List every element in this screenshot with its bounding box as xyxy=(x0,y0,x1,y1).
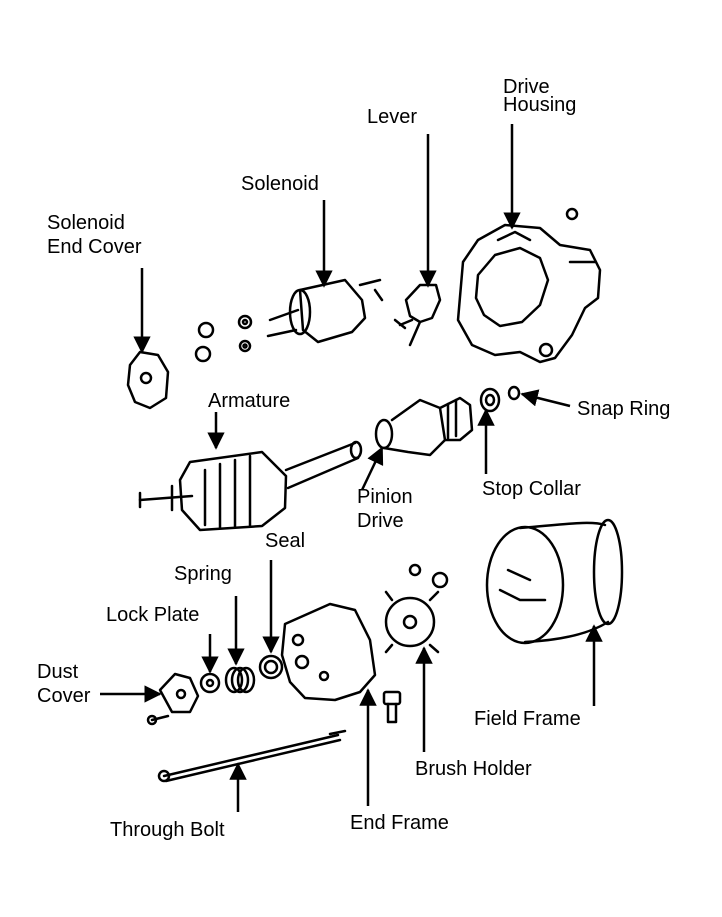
brush-holder-part xyxy=(384,563,449,654)
solenoid-hardware xyxy=(194,314,253,363)
lock-plate-part xyxy=(199,672,221,694)
label-armature: Armature xyxy=(208,390,291,412)
solenoid-end-cover-part xyxy=(126,350,170,410)
label-stop-collar: Stop Collar xyxy=(482,478,581,500)
label-brush-holder: Brush Holder xyxy=(415,758,532,780)
label-field-frame: Field Frame xyxy=(474,708,581,730)
pinion-drive-part xyxy=(374,396,474,457)
armature-part xyxy=(138,440,363,532)
drive-housing-part xyxy=(456,207,602,364)
stop-collar-and-snap-ring xyxy=(479,385,521,413)
label-end-frame: End Frame xyxy=(350,812,449,834)
spring-part xyxy=(224,666,256,694)
dust-cover-part xyxy=(158,672,200,714)
label-lever: Lever xyxy=(367,106,418,128)
label-dust-cover: Dust Cover xyxy=(37,661,91,707)
label-snap-ring: Snap Ring xyxy=(577,398,671,420)
label-through-bolt: Through Bolt xyxy=(110,819,225,841)
field-frame-part xyxy=(485,518,624,645)
seal-part xyxy=(258,654,284,680)
solenoid-part xyxy=(266,278,384,344)
end-frame-part xyxy=(280,602,377,702)
label-pinion-drive: Pinion Drive xyxy=(357,486,413,532)
label-lock-plate: Lock Plate xyxy=(106,604,200,626)
dust-cover-screw xyxy=(146,714,170,726)
snap-ring-leader xyxy=(520,389,571,408)
label-drive-housing: Drive Housing xyxy=(503,76,577,116)
through-bolt-part xyxy=(157,729,347,783)
lever-part xyxy=(393,283,442,347)
pinion-drive-leader xyxy=(360,446,384,491)
label-seal: Seal xyxy=(265,530,306,552)
label-spring: Spring xyxy=(174,563,232,585)
label-solenoid: Solenoid xyxy=(241,173,319,195)
label-solenoid-end-cover: Solenoid End Cover xyxy=(47,212,142,258)
small-bolt-part xyxy=(382,690,402,724)
